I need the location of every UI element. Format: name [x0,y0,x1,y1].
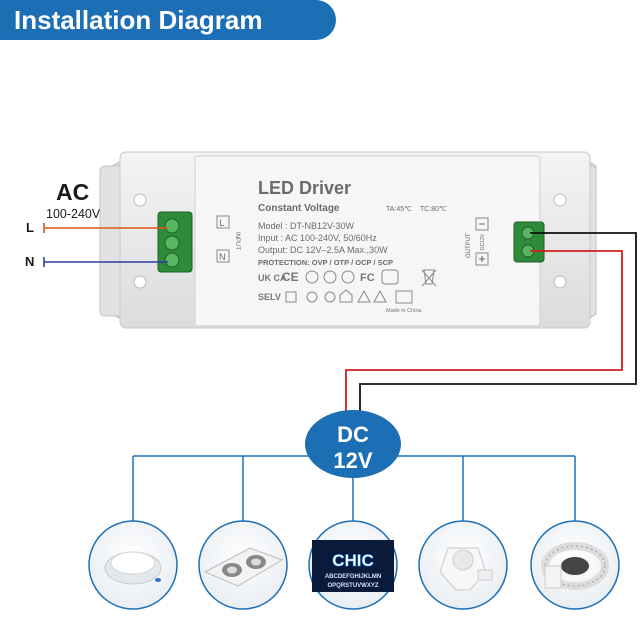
rohs-mark-icon [305,270,319,284]
output-text: OUTPUT [466,233,472,258]
sign-alphabet-row2: OPQRSTUVWXYZ [327,583,378,589]
terminal-l-label: L [220,218,225,228]
triangle-mark-icon-2 [373,289,387,303]
recycle-mark-icon [323,270,337,284]
output-side-label: OUTPUT DC12V [466,217,489,266]
live-label: L [26,220,34,235]
device-led-strip[interactable] [530,520,620,610]
sign-alphabet-row1: ABCDEFGHIJKLMN [325,574,381,580]
device-gu10-bulb[interactable] [418,520,508,610]
ac-voltage-range: 100-240V [46,207,101,221]
sign-word: CHIC [332,551,374,570]
device-double-spotlight[interactable] [198,520,288,610]
class2-mark-icon [285,291,297,303]
weee-bin-icon [421,269,437,287]
driver-model: Model : DT-NB12V-30W [258,221,355,231]
lamp-mark-icon [324,291,336,303]
certification-marks: UK CA CE FC SELV Made in China [258,269,437,314]
ac-label: AC [56,179,89,205]
indoor-mark-icon [306,291,318,303]
selv-mark: SELV [258,292,281,302]
driver-ta: TA:45℃ [386,206,412,213]
made-in-label: Made in China [386,308,422,314]
driver-tc: TC:80℃ [420,206,447,213]
house-mark-icon [339,289,353,303]
dc-wires [345,232,637,420]
driver-subtitle: Constant Voltage [258,203,340,214]
device-downlight[interactable] [88,520,178,610]
driver-title: LED Driver [258,178,351,198]
triangle-mark-icon [357,289,371,303]
input-text: INPUT [234,232,240,250]
terminal-n-label: N [219,252,226,262]
dc-12v-badge: DC 12V [305,410,401,478]
ul-mark-icon [381,269,399,285]
intertek-mark-icon [395,290,413,304]
driver-output-spec: Output: DC 12V–2.5A Max.,30W [258,245,388,255]
ce-mark: CE [282,270,299,284]
neutral-label: N [25,254,34,269]
input-side-label: L N INPUT [216,215,240,263]
driver-protection: PROTECTION: OVP / OTP / OCP / SCP [258,258,393,267]
fc-mark: FC [360,272,375,284]
dc-badge-line2: 12V [333,448,372,473]
page-title: Installation Diagram [0,0,336,40]
ukca-mark: UK CA [258,273,287,283]
input-terminal-block[interactable] [157,211,193,273]
emark-icon [341,270,355,284]
dc-badge-line1: DC [337,422,369,447]
led-driver-case [99,151,597,329]
ac-wires [43,223,168,267]
output-terminal-block[interactable] [513,221,545,263]
driver-input-spec: Input : AC 100-240V, 50/60Hz [258,233,377,243]
dc12v-text: DC12V [480,233,486,250]
device-sign-letters[interactable]: CHIC ABCDEFGHIJKLMN OPQRSTUVWXYZ [308,520,398,610]
